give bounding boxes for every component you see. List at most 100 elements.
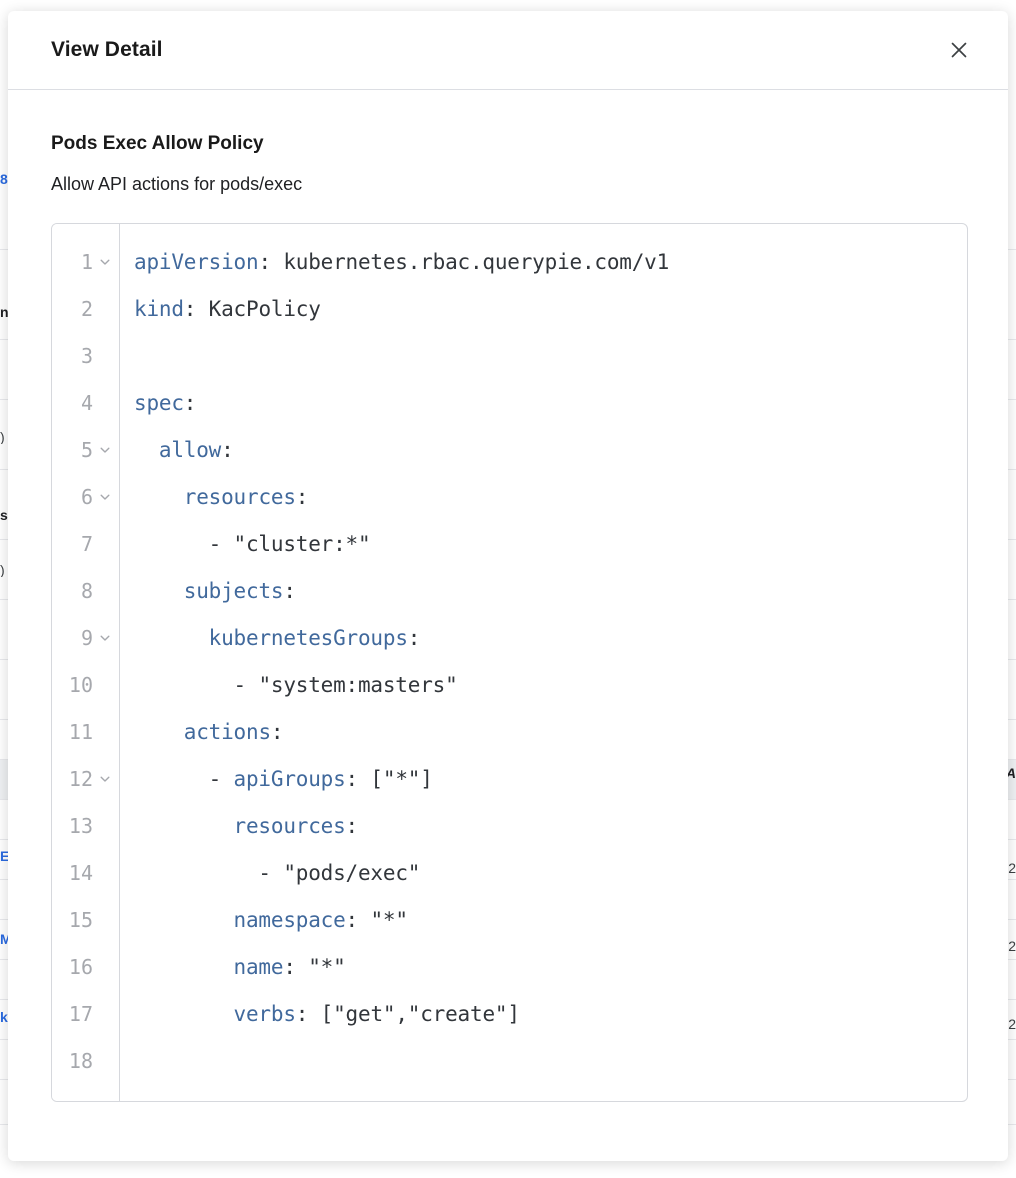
code-token-key: apiGroups: [233, 766, 346, 791]
code-token-plain: -: [134, 766, 234, 791]
line-number-label: 9: [80, 625, 93, 650]
code-token-string: "get": [333, 1001, 396, 1026]
line-number-label: 12: [68, 766, 93, 791]
table-cell: 8: [0, 172, 8, 186]
chevron-down-icon[interactable]: [97, 771, 113, 787]
table-cell: 2: [1008, 938, 1016, 954]
line-number-label: 7: [80, 531, 93, 556]
code-line[interactable]: actions:: [134, 708, 967, 755]
editor-code-area[interactable]: apiVersion: kubernetes.rbac.querypie.com…: [120, 224, 967, 1101]
line-number-label: 1: [80, 249, 93, 274]
chevron-down-icon[interactable]: [97, 630, 113, 646]
editor-line-number: 18: [52, 1037, 119, 1084]
code-token-string: "pods/exec": [283, 860, 421, 885]
line-number-label: 11: [68, 719, 93, 744]
code-token-string: "system:masters": [258, 672, 458, 697]
table-cell: E: [0, 849, 10, 863]
code-token-plain: -: [134, 531, 234, 556]
code-token-plain: -: [134, 672, 259, 697]
code-line[interactable]: - "cluster:*": [134, 520, 967, 567]
line-number-label: 17: [68, 1001, 93, 1026]
code-token-plain: : [: [295, 1001, 334, 1026]
table-cell: 2: [1008, 860, 1016, 876]
code-token-string: "*": [382, 766, 421, 791]
editor-line-number: 4: [52, 379, 119, 426]
editor-line-number: 11: [52, 708, 119, 755]
code-line[interactable]: namespace: "*": [134, 896, 967, 943]
editor-line-number: 17: [52, 990, 119, 1037]
code-line[interactable]: - apiGroups: ["*"]: [134, 755, 967, 802]
code-token-plain: [134, 814, 234, 838]
code-line[interactable]: name: "*": [134, 943, 967, 990]
code-token-plain: :: [283, 954, 309, 979]
code-token-plain: [134, 1002, 234, 1026]
line-number-label: 4: [80, 390, 93, 415]
line-number-label: 13: [68, 813, 93, 838]
code-token-plain: ]: [420, 766, 433, 791]
code-token-plain: [134, 908, 234, 932]
chevron-down-icon[interactable]: [97, 254, 113, 270]
line-number-label: 10: [68, 672, 93, 697]
chevron-down-icon[interactable]: [97, 489, 113, 505]
editor-line-number: 8: [52, 567, 119, 614]
code-line[interactable]: resources:: [134, 473, 967, 520]
line-number-label: 16: [68, 954, 93, 979]
chevron-down-icon[interactable]: [97, 442, 113, 458]
code-token-key: kubernetesGroups: [208, 625, 408, 650]
code-token-plain: :: [407, 625, 421, 650]
table-cell: k: [0, 1010, 8, 1024]
table-cell: 2: [1008, 1016, 1016, 1032]
code-token-plain: :: [270, 719, 284, 744]
code-token-plain: : KacPolicy: [183, 296, 321, 321]
code-token-key: name: [233, 954, 284, 979]
line-number-label: 6: [80, 484, 93, 509]
code-line[interactable]: resources:: [134, 802, 967, 849]
code-token-key: allow: [158, 437, 222, 462]
code-token-plain: :: [221, 437, 234, 462]
code-line[interactable]: kind: KacPolicy: [134, 285, 967, 332]
policy-description: Allow API actions for pods/exec: [51, 173, 303, 194]
code-token-key: verbs: [233, 1001, 296, 1026]
code-token-key: kind: [134, 296, 184, 321]
code-line[interactable]: - "pods/exec": [134, 849, 967, 896]
code-token-plain: : kubernetes.rbac.querypie.com/v1: [258, 249, 670, 274]
code-line[interactable]: allow:: [134, 426, 967, 473]
dialog-body: Pods Exec Allow Policy Allow API actions…: [8, 90, 1008, 1161]
code-line[interactable]: verbs: ["get","create"]: [134, 990, 967, 1037]
code-token-key: resources: [233, 813, 346, 838]
code-token-plain: :: [183, 390, 197, 415]
editor-line-number: 1: [52, 238, 119, 285]
code-token-plain: : [: [345, 766, 384, 791]
code-line[interactable]: spec:: [134, 379, 967, 426]
code-token-key: subjects: [183, 578, 284, 603]
code-token-plain: :: [283, 578, 296, 603]
code-line[interactable]: [134, 332, 967, 379]
dialog-title: View Detail: [51, 38, 163, 61]
code-token-plain: [134, 955, 234, 979]
code-line[interactable]: apiVersion: kubernetes.rbac.querypie.com…: [134, 238, 967, 285]
code-line[interactable]: kubernetesGroups:: [134, 614, 967, 661]
code-token-plain: ,: [395, 1001, 408, 1026]
editor-line-number: 13: [52, 802, 119, 849]
code-token-string: "create": [407, 1001, 508, 1026]
close-button[interactable]: [940, 31, 978, 69]
view-detail-dialog: View Detail Pods Exec Allow Policy Allow…: [8, 11, 1008, 1161]
code-token-key: apiVersion: [134, 249, 259, 274]
editor-line-number: 5: [52, 426, 119, 473]
line-number-label: 18: [68, 1048, 93, 1073]
code-token-plain: :: [345, 813, 359, 838]
dialog-header: View Detail: [8, 11, 1008, 90]
editor-line-number: 10: [52, 661, 119, 708]
editor-line-number: 2: [52, 285, 119, 332]
code-line[interactable]: - "system:masters": [134, 661, 967, 708]
code-token-plain: [134, 438, 159, 462]
code-line[interactable]: subjects:: [134, 567, 967, 614]
table-cell: s: [0, 508, 8, 522]
code-token-plain: :: [345, 907, 371, 932]
editor-line-number: 15: [52, 896, 119, 943]
editor-line-number: 16: [52, 943, 119, 990]
code-token-string: "cluster:*": [233, 531, 371, 556]
line-number-label: 5: [80, 437, 93, 462]
code-line[interactable]: [134, 1037, 967, 1084]
